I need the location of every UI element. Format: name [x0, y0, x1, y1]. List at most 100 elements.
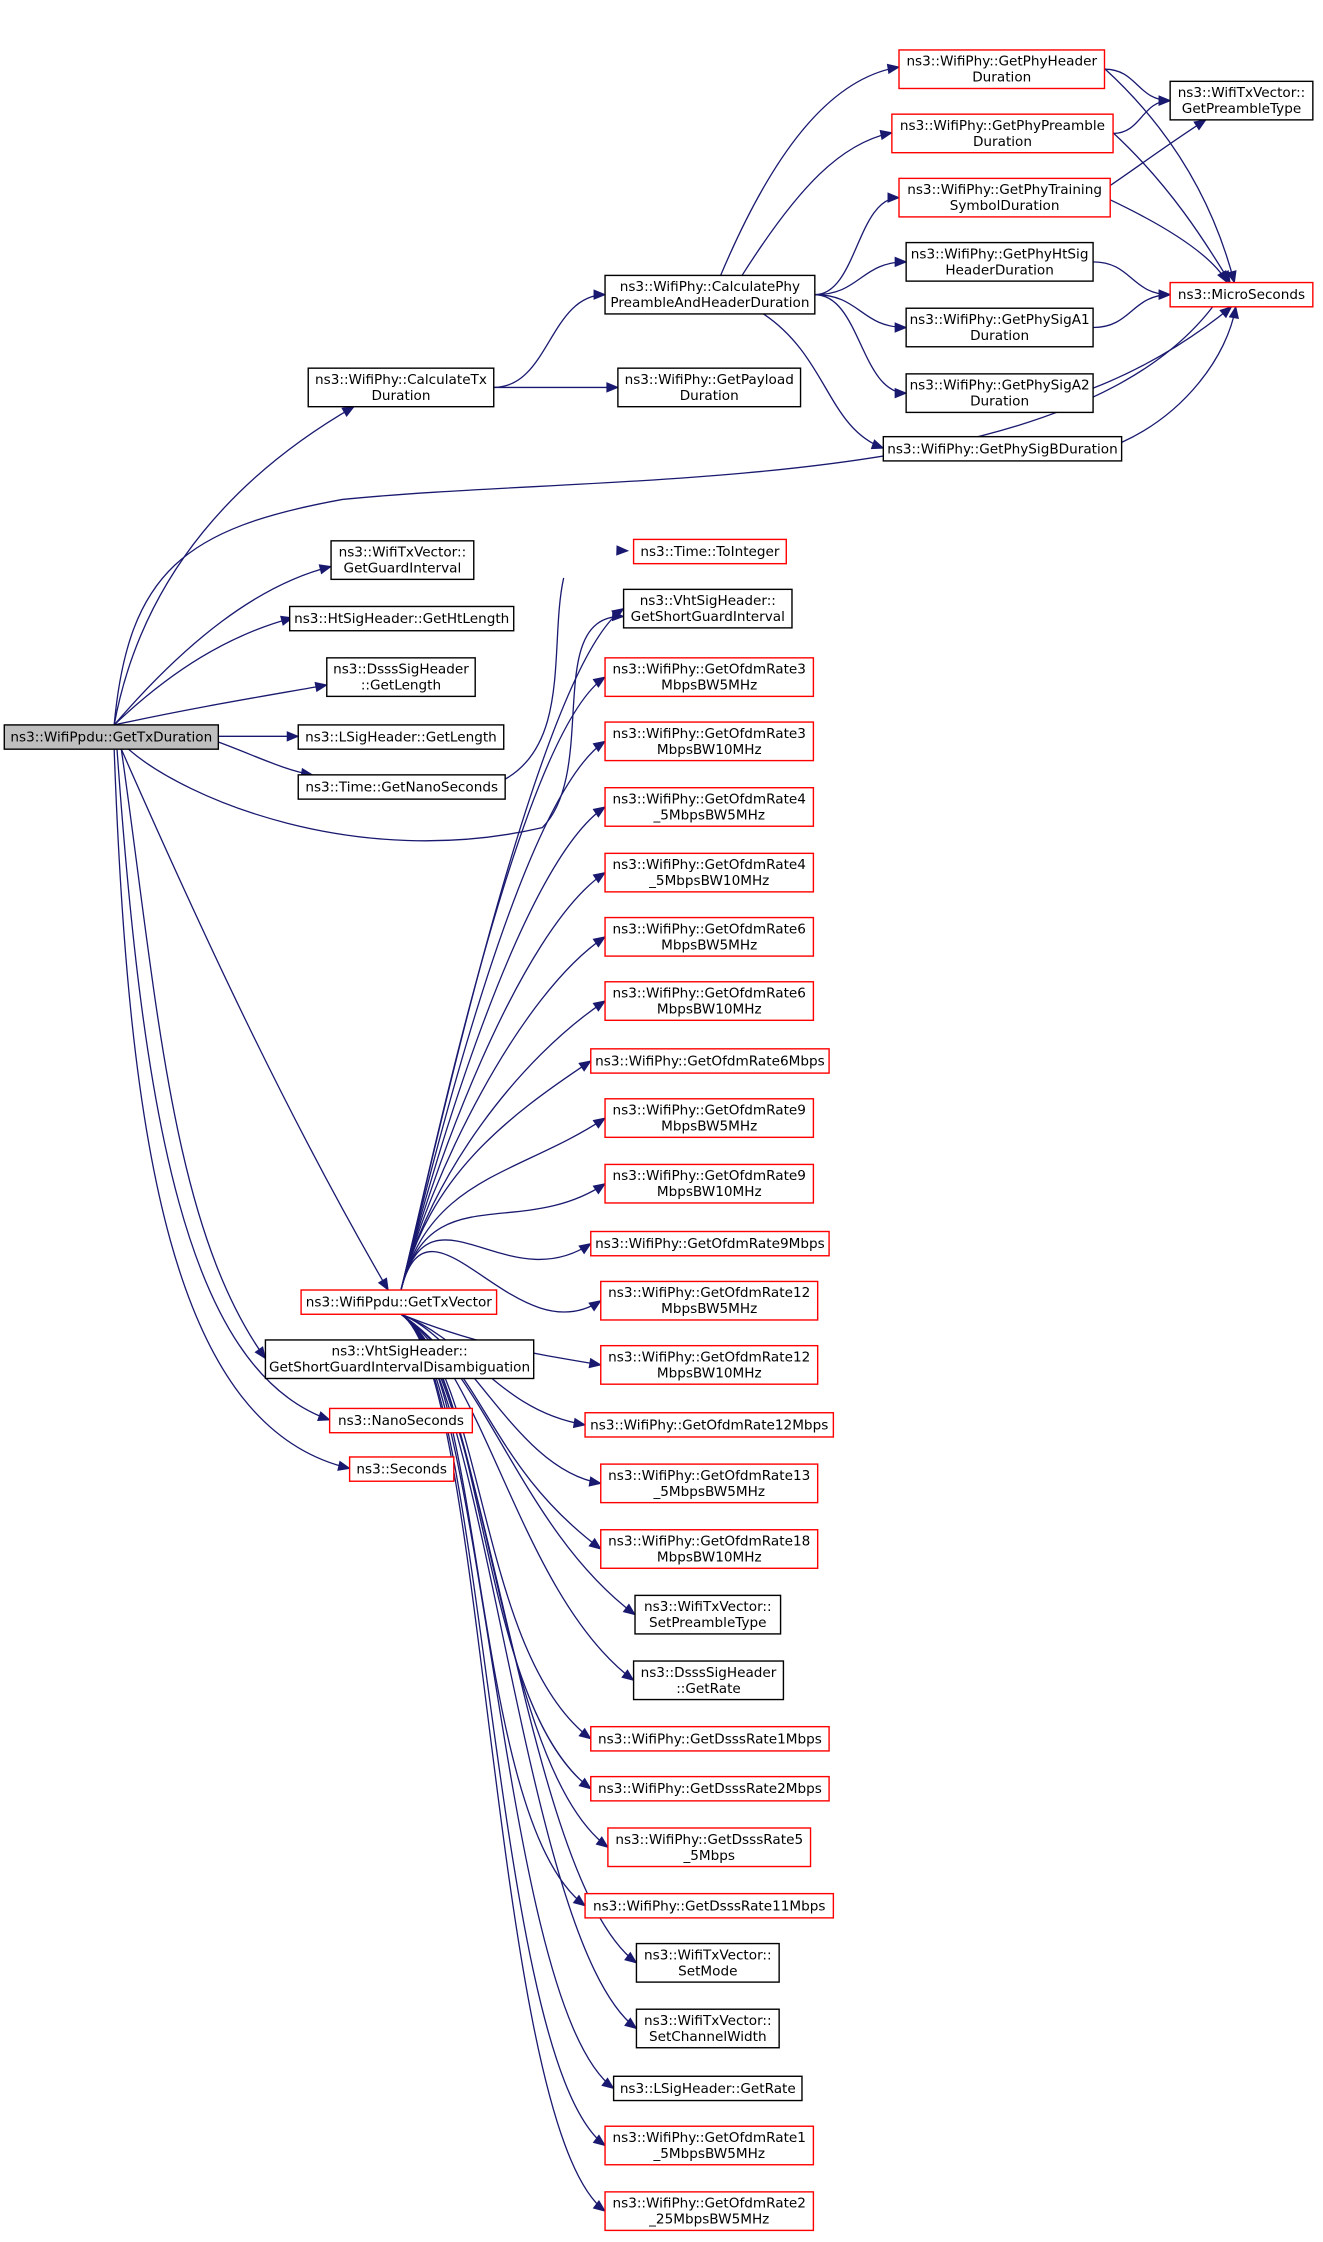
edge-root-to-vhtDisamb	[120, 749, 266, 1359]
arrowhead	[601, 2077, 615, 2090]
node-nanoSecs[interactable]: ns3::Time::GetNanoSeconds	[297, 774, 506, 800]
node-label: Duration	[970, 394, 1029, 410]
node-label: GetPreambleType	[1182, 101, 1301, 117]
node-dsssLength[interactable]: ns3::DsssSigHeader::GetLength	[326, 657, 476, 698]
node-ofdm45_10[interactable]: ns3::WifiPhy::GetOfdmRate4_5MbpsBW10MHz	[604, 852, 815, 893]
arrowhead	[592, 936, 607, 948]
node-label: _5MbpsBW5MHz	[652, 2146, 765, 2162]
arrowhead	[592, 676, 607, 688]
node-label: ns3::WifiPhy::GetOfdmRate6	[613, 921, 806, 937]
arrowhead	[377, 1277, 389, 1292]
node-dsss11[interactable]: ns3::WifiPhy::GetDsssRate11Mbps	[584, 1892, 835, 1919]
node-calcPre[interactable]: ns3::WifiPhy::CalculatePhyPreambleAndHea…	[604, 274, 816, 315]
node-label: ns3::WifiPhy::GetDsssRate5	[615, 1832, 803, 1848]
node-label: ::GetRate	[676, 1681, 741, 1697]
node-ofdm6[interactable]: ns3::WifiPhy::GetOfdmRate6Mbps	[590, 1048, 830, 1074]
arrowhead	[337, 1460, 351, 1471]
node-box	[617, 367, 802, 408]
node-label: SetMode	[678, 1963, 737, 1979]
node-label: ns3::MicroSeconds	[1178, 287, 1305, 303]
edge-root-to-htLength	[113, 617, 293, 726]
node-ofdm12[interactable]: ns3::WifiPhy::GetOfdmRate12Mbps	[584, 1412, 835, 1438]
edge-root-to-dsssLength	[114, 684, 327, 726]
node-label: ns3::WifiPpdu::GetTxVector	[306, 1295, 493, 1311]
node-ofdm135_5[interactable]: ns3::WifiPhy::GetOfdmRate13_5MbpsBW5MHz	[600, 1463, 819, 1504]
edge-getTxVector-to-ofdm45_5	[400, 806, 606, 1291]
node-phySigB[interactable]: ns3::WifiPhy::GetPhySigBDuration	[882, 435, 1123, 462]
node-lsigLength[interactable]: ns3::LSigHeader::GetLength	[297, 724, 505, 750]
node-preambleType[interactable]: ns3::WifiTxVector::GetPreambleType	[1169, 80, 1314, 121]
node-box	[600, 1529, 819, 1569]
node-dsss1[interactable]: ns3::WifiPhy::GetDsssRate1Mbps	[590, 1725, 830, 1752]
node-label: ns3::DsssSigHeader	[333, 662, 469, 678]
node-phyTraining[interactable]: ns3::WifiPhy::GetPhyTrainingSymbolDurati…	[898, 177, 1111, 218]
node-setMode[interactable]: ns3::WifiTxVector::SetMode	[635, 1942, 780, 1983]
node-getTxVector[interactable]: ns3::WifiPpdu::GetTxVector	[300, 1289, 498, 1315]
node-setPreamble[interactable]: ns3::WifiTxVector::SetPreambleType	[634, 1594, 782, 1635]
node-label: ns3::WifiTxVector::	[644, 1947, 772, 1963]
node-nano[interactable]: ns3::NanoSeconds	[328, 1407, 474, 1434]
edge-nanoSecs-to-toInteger	[504, 577, 565, 780]
arrowhead	[592, 2200, 607, 2212]
node-box	[604, 787, 815, 827]
node-ofdm45_5[interactable]: ns3::WifiPhy::GetOfdmRate4_5MbpsBW5MHz	[604, 787, 815, 827]
node-label: ns3::WifiTxVector::	[644, 2013, 772, 2029]
node-box	[604, 1163, 815, 1204]
arrowhead	[894, 256, 908, 268]
edge-calcPre-to-phyHeader	[720, 66, 900, 276]
node-root[interactable]: ns3::WifiPpdu::GetTxDuration	[3, 724, 220, 750]
node-setChannel[interactable]: ns3::WifiTxVector::SetChannelWidth	[635, 2008, 780, 2049]
arrowhead	[592, 1000, 607, 1012]
node-ofdm15_5[interactable]: ns3::WifiPhy::GetOfdmRate1_5MbpsBW5MHz	[604, 2125, 815, 2166]
edge-root-to-seconds	[113, 749, 350, 1470]
edge-getTxVector-to-ofdm3_5	[400, 676, 606, 1291]
arrowhead	[1217, 269, 1228, 284]
node-ofdm9[interactable]: ns3::WifiPhy::GetOfdmRate9Mbps	[590, 1230, 830, 1257]
node-micro[interactable]: ns3::MicroSeconds	[1169, 281, 1314, 308]
edge-getTxVector-to-dsss55	[400, 1313, 609, 1848]
edge-phyHtSig-to-micro	[1093, 261, 1171, 296]
node-htLength[interactable]: ns3::HtSigHeader::GetHtLength	[288, 605, 515, 632]
edge-root-to-calcTx	[113, 406, 355, 726]
node-box	[905, 373, 1094, 414]
node-seconds[interactable]: ns3::Seconds	[348, 1456, 455, 1482]
node-guardInterval[interactable]: ns3::WifiTxVector::GetGuardInterval	[330, 540, 475, 581]
arrowhead	[624, 2017, 638, 2030]
node-box	[632, 538, 787, 565]
edge-calcPre-to-phyHtSig	[814, 261, 907, 296]
node-box	[635, 2008, 780, 2049]
node-vhtShortGI[interactable]: ns3::VhtSigHeader::GetShortGuardInterval	[622, 588, 793, 629]
edge-getTxVector-to-ofdm6_10	[400, 1000, 606, 1291]
node-label: ns3::WifiTxVector::	[644, 1599, 772, 1615]
node-label: ns3::WifiPhy::GetDsssRate1Mbps	[598, 1731, 822, 1747]
node-label: GetShortGuardIntervalDisambiguation	[269, 1360, 530, 1376]
node-dsss55[interactable]: ns3::WifiPhy::GetDsssRate5_5Mbps	[607, 1827, 812, 1868]
node-lsigRate[interactable]: ns3::LSigHeader::GetRate	[612, 2075, 803, 2102]
node-label: _5MbpsBW5MHz	[652, 1484, 765, 1500]
node-dsssRate[interactable]: ns3::DsssSigHeader::GetRate	[632, 1660, 785, 1701]
node-dsss2[interactable]: ns3::WifiPhy::GetDsssRate2Mbps	[590, 1775, 830, 1802]
node-toInteger[interactable]: ns3::Time::ToInteger	[632, 538, 787, 565]
node-box	[898, 49, 1106, 90]
node-label: ns3::WifiPhy::GetOfdmRate9Mbps	[595, 1236, 825, 1252]
node-label: ns3::WifiTxVector::	[1178, 85, 1306, 101]
arrowhead	[588, 1537, 602, 1550]
node-vhtDisamb[interactable]: ns3::VhtSigHeader::GetShortGuardInterval…	[264, 1339, 535, 1380]
node-ofdm225_5[interactable]: ns3::WifiPhy::GetOfdmRate2_25MbpsBW5MHz	[604, 2191, 815, 2232]
